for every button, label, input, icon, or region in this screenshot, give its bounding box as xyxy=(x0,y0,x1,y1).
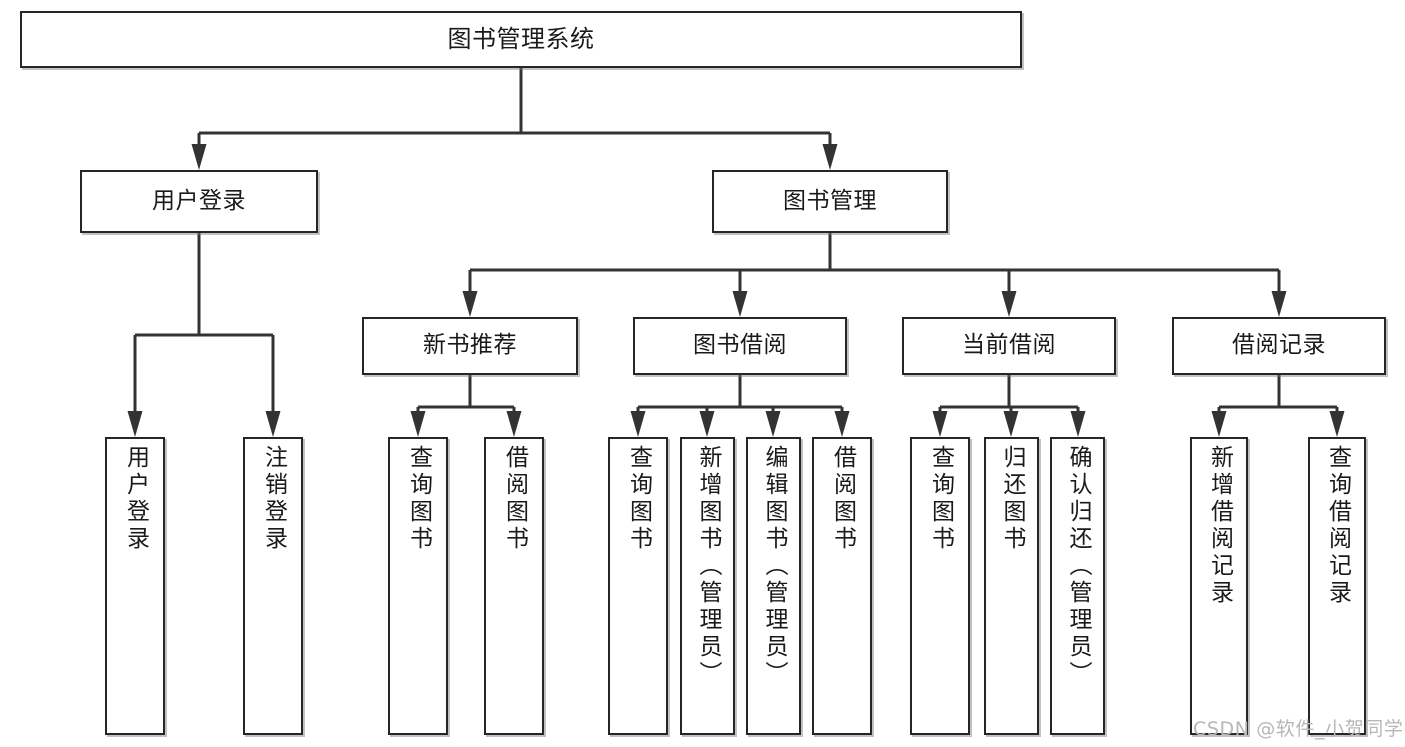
connector-bus-current-loan xyxy=(938,375,1080,421)
node-label-root: 图书管理系统 xyxy=(447,25,595,54)
node-leaf-add-record[interactable]: 新增借阅记录 xyxy=(1190,437,1248,735)
arrowhead-arrow-to-new-book-rec xyxy=(462,291,478,317)
arrowhead-arrow-to-current-loan xyxy=(1001,291,1017,317)
node-new-book-rec[interactable]: 新书推荐 xyxy=(362,317,578,375)
arrowhead-arrow-to-book-manage xyxy=(822,144,838,170)
node-label-leaf-add-record: 新增借阅记录 xyxy=(1206,445,1233,607)
node-label-book-manage: 图书管理 xyxy=(783,187,877,214)
arrowhead-arrow-to-leaf-1 xyxy=(127,411,143,437)
node-book-borrow[interactable]: 图书借阅 xyxy=(633,317,847,375)
connector-bus-root xyxy=(197,68,832,147)
arrowhead-arrow-to-leaf-12 xyxy=(1211,411,1227,437)
node-label-leaf-confirm-return: 确认归还（管理员） xyxy=(1065,445,1091,688)
arrowhead-arrow-to-leaf-6 xyxy=(699,411,715,437)
connector-bus-loan-record xyxy=(1217,375,1339,421)
arrowhead-arrow-to-loan-record xyxy=(1271,291,1287,317)
node-user-login[interactable]: 用户登录 xyxy=(80,170,318,233)
node-current-loan[interactable]: 当前借阅 xyxy=(902,317,1116,375)
arrowhead-arrow-to-leaf-13 xyxy=(1329,411,1345,437)
node-leaf-return-book[interactable]: 归还图书 xyxy=(984,437,1039,735)
node-leaf-add-book[interactable]: 新增图书（管理员） xyxy=(680,437,735,735)
node-label-leaf-query-book-3: 查询图书 xyxy=(927,445,954,553)
node-leaf-confirm-return[interactable]: 确认归还（管理员） xyxy=(1050,437,1105,735)
node-loan-record[interactable]: 借阅记录 xyxy=(1172,317,1386,375)
connector-bus-book-manage xyxy=(468,233,1281,284)
node-root[interactable]: 图书管理系统 xyxy=(20,11,1022,68)
arrowhead-arrow-to-leaf-2 xyxy=(265,411,281,437)
node-label-leaf-edit-book: 编辑图书（管理员） xyxy=(761,445,787,688)
node-label-leaf-return-book: 归还图书 xyxy=(999,445,1025,553)
node-label-leaf-query-record: 查询借阅记录 xyxy=(1324,445,1351,607)
arrowhead-arrow-to-leaf-9 xyxy=(932,411,948,437)
node-leaf-borrow-book-1[interactable]: 借阅图书 xyxy=(484,437,544,735)
node-book-manage[interactable]: 图书管理 xyxy=(712,170,948,233)
connector-bus-user-login xyxy=(133,233,275,349)
node-label-leaf-user-logout: 注销登录 xyxy=(260,445,287,553)
node-label-user-login: 用户登录 xyxy=(152,187,246,214)
node-label-leaf-borrow-book-1: 借阅图书 xyxy=(501,445,528,553)
arrowhead-arrow-to-leaf-4 xyxy=(506,411,522,437)
node-label-leaf-user-login: 用户登录 xyxy=(122,445,149,553)
arrowhead-arrow-to-user-login xyxy=(191,144,207,170)
connector-bus-book-borrow xyxy=(636,375,844,421)
node-label-leaf-query-book-1: 查询图书 xyxy=(405,445,432,553)
connector-bus-new-book-rec xyxy=(416,375,516,421)
node-label-book-borrow: 图书借阅 xyxy=(693,332,787,359)
arrowhead-arrow-to-leaf-3 xyxy=(410,411,426,437)
node-label-current-loan: 当前借阅 xyxy=(962,332,1056,359)
node-leaf-query-book-1[interactable]: 查询图书 xyxy=(388,437,448,735)
node-leaf-query-book-3[interactable]: 查询图书 xyxy=(910,437,970,735)
node-leaf-query-record[interactable]: 查询借阅记录 xyxy=(1308,437,1366,735)
node-leaf-user-login[interactable]: 用户登录 xyxy=(105,437,165,735)
node-leaf-query-book-2[interactable]: 查询图书 xyxy=(608,437,668,735)
arrowhead-arrow-to-leaf-8 xyxy=(834,411,850,437)
node-leaf-user-logout[interactable]: 注销登录 xyxy=(243,437,303,735)
arrowhead-arrow-to-leaf-10 xyxy=(1003,411,1019,437)
node-label-leaf-query-book-2: 查询图书 xyxy=(625,445,652,553)
node-label-leaf-borrow-book-2: 借阅图书 xyxy=(829,445,856,553)
node-label-leaf-add-book: 新增图书（管理员） xyxy=(695,445,721,688)
arrowhead-arrow-to-leaf-5 xyxy=(630,411,646,437)
node-leaf-edit-book[interactable]: 编辑图书（管理员） xyxy=(746,437,801,735)
node-label-new-book-rec: 新书推荐 xyxy=(423,332,517,359)
arrowhead-arrow-to-leaf-11 xyxy=(1070,411,1086,437)
node-leaf-borrow-book-2[interactable]: 借阅图书 xyxy=(812,437,872,735)
node-label-loan-record: 借阅记录 xyxy=(1232,332,1326,359)
arrowhead-arrow-to-leaf-7 xyxy=(765,411,781,437)
arrowhead-arrow-to-book-borrow xyxy=(732,291,748,317)
